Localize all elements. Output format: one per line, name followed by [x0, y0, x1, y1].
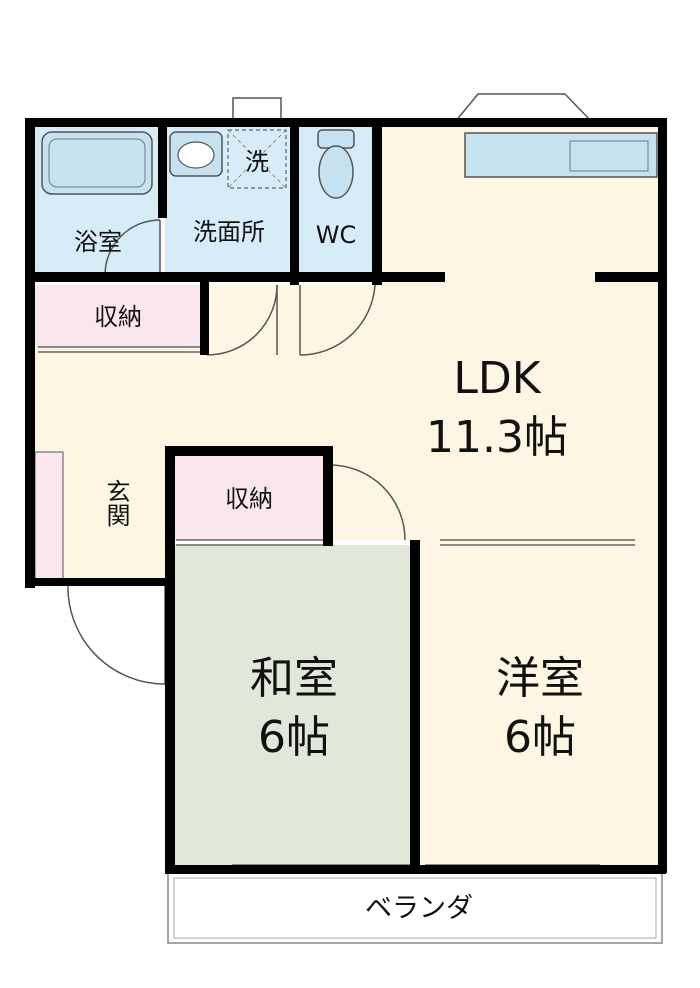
- shoe-cabinet: [34, 451, 64, 580]
- storage-mid-floor: [173, 455, 325, 540]
- wall-storage-mid-left: [165, 446, 175, 874]
- wall-wc-right: [372, 118, 382, 285]
- washroom-door: [206, 284, 278, 356]
- entrance-label: 玄関: [102, 479, 130, 527]
- wall-kitchen-stub: [595, 272, 667, 282]
- wall-top: [25, 118, 667, 127]
- bathtub-inner: [48, 138, 146, 188]
- washitsu-size: 6帖: [258, 712, 330, 763]
- wc-label: WC: [316, 221, 357, 249]
- laundry-label: 洗: [245, 148, 269, 176]
- balcony-label: ベランダ: [365, 893, 473, 924]
- washroom-label: 洗面所: [193, 218, 265, 246]
- balcony-inner: [173, 877, 657, 939]
- storage-top-floor: [35, 285, 203, 347]
- ldk-floor: [32, 285, 660, 580]
- wall-storage-mid-right: [323, 446, 333, 546]
- door-swings: [67, 219, 406, 685]
- bath-label: 浴室: [74, 228, 122, 256]
- kitchen-counter-icon: [464, 132, 658, 178]
- room-labels: LDK 11.3帖 和室 6帖 洋室 6帖 浴室 洗面所 洗 WC 収納 収納 …: [74, 148, 584, 924]
- wall-room-divider: [410, 540, 420, 873]
- wall-bath-right: [158, 118, 167, 218]
- fixtures: [41, 129, 658, 199]
- washing-machine-pan: [227, 129, 287, 189]
- wall-storage-mid-top: [165, 446, 333, 456]
- storage-mid-label: 収納: [225, 485, 273, 513]
- wall-right: [658, 118, 667, 873]
- youshitsu-size: 6帖: [504, 712, 576, 763]
- wall-washroom-right: [290, 118, 299, 285]
- wc-door: [299, 284, 376, 356]
- wall-storage-top-right: [200, 280, 209, 355]
- toilet-icon: [318, 145, 354, 199]
- bath-door: [104, 219, 161, 276]
- washitsu-name: 和室: [250, 653, 338, 704]
- youshitsu-name: 洋室: [496, 653, 584, 704]
- vent-hood: [232, 97, 282, 121]
- bathtub-icon: [41, 131, 153, 195]
- sink-basin: [177, 141, 215, 169]
- walls: [25, 118, 667, 874]
- wall-wet-bottom: [25, 272, 445, 282]
- ldk-name: LDK: [453, 353, 541, 404]
- entrance-door: [67, 582, 166, 685]
- kitchen-sink: [569, 140, 649, 172]
- wall-entrance-bottom: [25, 578, 168, 586]
- bay-window: [454, 93, 593, 123]
- youshitsu-floor: [418, 545, 660, 865]
- washitsu-door: [329, 464, 406, 541]
- washitsu-floor: [173, 545, 415, 865]
- wall-left: [25, 118, 35, 588]
- ldk-size: 11.3帖: [426, 412, 568, 463]
- exterior-features: [232, 93, 593, 123]
- storage-top-label: 収納: [94, 303, 142, 331]
